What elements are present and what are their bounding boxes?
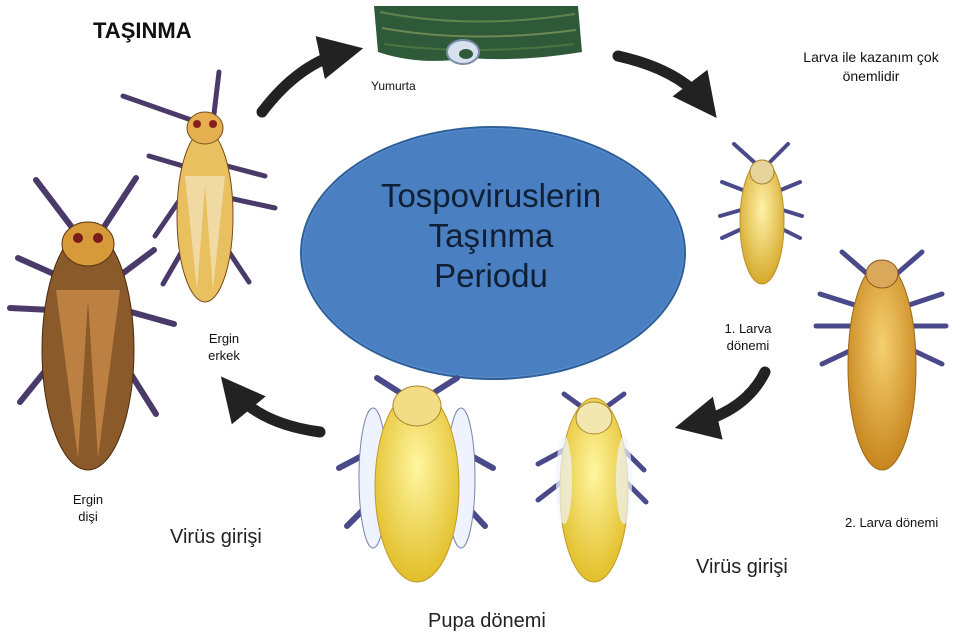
label-pupa: Pupa dönemi [428, 610, 546, 633]
pupa-image [538, 394, 646, 582]
label-larva1: 1. Larva dönemi [712, 320, 784, 354]
curved-arrow-icon [232, 390, 320, 432]
label-male: Ergin erkek [198, 330, 250, 364]
curved-arrow-icon [618, 56, 706, 104]
larva-image [816, 252, 946, 470]
label-female: Ergin dişi [68, 491, 108, 525]
label-larva2: 2. Larva dönemi [845, 514, 938, 531]
adult-thrips-image [123, 72, 275, 302]
pupa-image [339, 378, 493, 582]
label-note: Larva ile kazanım çok önemlidir [776, 48, 966, 86]
label-egg: Yumurta [371, 78, 416, 95]
adult-thrips-image [10, 178, 174, 470]
label-virus-right: Virüs girişi [696, 556, 788, 579]
curved-arrow-icon [692, 372, 765, 424]
label-virus-left: Virüs girişi [170, 526, 262, 549]
larva-image [720, 144, 802, 284]
egg-on-leaf-image [374, 6, 582, 64]
curved-arrow-icon [262, 52, 346, 112]
